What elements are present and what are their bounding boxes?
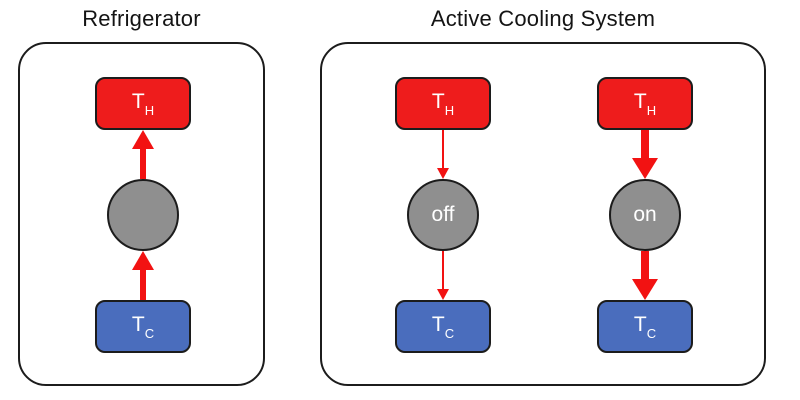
on-upper-flow bbox=[632, 130, 658, 179]
cooling-on-column: TH on TC bbox=[595, 77, 695, 353]
cold-label-main: T bbox=[431, 312, 445, 336]
heat-flow-down-arrow-icon bbox=[632, 251, 658, 300]
arrow-shaft bbox=[442, 130, 444, 168]
hot-reservoir-label: TH bbox=[432, 91, 454, 117]
hot-label-main: T bbox=[431, 89, 445, 113]
cold-label-subscript: C bbox=[646, 325, 657, 341]
refrigerator-lower-flow bbox=[132, 251, 154, 300]
heat-flow-up-arrow-icon bbox=[132, 130, 154, 179]
hot-label-subscript: H bbox=[646, 102, 657, 118]
hot-label-subscript: H bbox=[144, 102, 155, 118]
heat-flow-up-arrow-icon bbox=[132, 251, 154, 300]
active-cooling-panel: TH off TC bbox=[320, 42, 766, 386]
arrow-head bbox=[632, 158, 658, 179]
arrow-head bbox=[632, 279, 658, 300]
cold-reservoir-label: TC bbox=[132, 314, 154, 340]
pump-state-label: off bbox=[431, 203, 455, 226]
off-hot-reservoir-box: TH bbox=[395, 77, 491, 130]
cooling-off-column: TH off TC bbox=[393, 77, 493, 353]
arrow-shaft bbox=[140, 270, 146, 300]
arrow-head bbox=[437, 168, 449, 179]
refrigerator-column: TH TC bbox=[93, 77, 193, 353]
heat-flow-down-arrow-icon bbox=[632, 130, 658, 179]
on-hot-reservoir-box: TH bbox=[597, 77, 693, 130]
off-cold-reservoir-box: TC bbox=[395, 300, 491, 353]
off-upper-flow bbox=[437, 130, 449, 179]
on-cold-reservoir-box: TC bbox=[597, 300, 693, 353]
refrigerator-panel: TH TC bbox=[18, 42, 265, 386]
hot-label-subscript: H bbox=[444, 102, 455, 118]
arrow-head bbox=[437, 289, 449, 300]
hot-label-main: T bbox=[131, 89, 145, 113]
on-pump-circle: on bbox=[609, 179, 681, 251]
pump-state-label: on bbox=[633, 203, 657, 226]
cold-label-main: T bbox=[131, 312, 145, 336]
off-lower-flow bbox=[437, 251, 449, 300]
active-cooling-title: Active Cooling System bbox=[430, 6, 656, 31]
refrigerator-cold-reservoir-box: TC bbox=[95, 300, 191, 353]
hot-reservoir-label: TH bbox=[132, 91, 154, 117]
heat-flow-down-arrow-icon bbox=[437, 130, 449, 179]
arrow-head bbox=[132, 130, 154, 149]
refrigerator-upper-flow bbox=[132, 130, 154, 179]
heat-flow-down-arrow-icon bbox=[437, 251, 449, 300]
cold-label-main: T bbox=[633, 312, 647, 336]
cold-reservoir-label: TC bbox=[432, 314, 454, 340]
hot-reservoir-label: TH bbox=[634, 91, 656, 117]
cold-label-subscript: C bbox=[144, 325, 155, 341]
arrow-shaft bbox=[442, 251, 444, 289]
refrigerator-title: Refrigerator bbox=[82, 6, 201, 31]
arrow-head bbox=[132, 251, 154, 270]
arrow-shaft bbox=[641, 130, 649, 158]
cold-label-subscript: C bbox=[444, 325, 455, 341]
arrow-shaft bbox=[641, 251, 649, 279]
refrigerator-hot-reservoir-box: TH bbox=[95, 77, 191, 130]
hot-label-main: T bbox=[633, 89, 647, 113]
refrigerator-pump-circle bbox=[107, 179, 179, 251]
on-lower-flow bbox=[632, 251, 658, 300]
off-pump-circle: off bbox=[407, 179, 479, 251]
arrow-shaft bbox=[140, 149, 146, 179]
cold-reservoir-label: TC bbox=[634, 314, 656, 340]
